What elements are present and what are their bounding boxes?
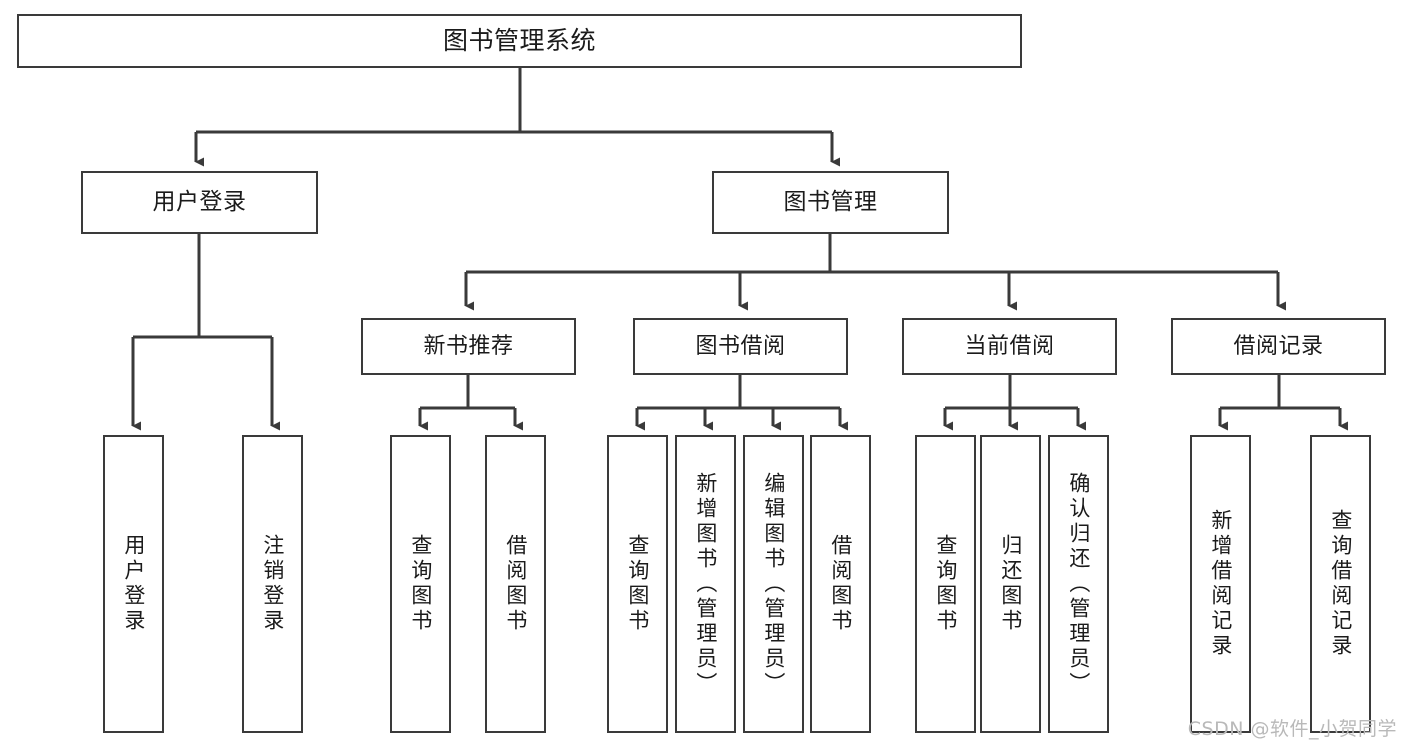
node-book-borrow[interactable]: 图书借阅 [633, 318, 848, 375]
node-book-management-label: 图书管理 [783, 188, 878, 215]
node-root[interactable]: 图书管理系统 [17, 14, 1022, 68]
node-user-login[interactable]: 用户登录 [81, 171, 318, 234]
node-leaf-query-book-newbook-label: 查询图书 [408, 534, 433, 634]
node-leaf-logout[interactable]: 注销登录 [242, 435, 303, 733]
node-leaf-edit-book[interactable]: 编辑图书（管理员） [743, 435, 804, 733]
node-leaf-logout-label: 注销登录 [260, 534, 285, 634]
node-leaf-query-record-label: 查询借阅记录 [1328, 509, 1353, 659]
node-leaf-user-login-label: 用户登录 [121, 534, 146, 634]
node-leaf-query-record[interactable]: 查询借阅记录 [1310, 435, 1371, 733]
node-borrow-records-label: 借阅记录 [1233, 333, 1324, 359]
node-new-book-recommend-label: 新书推荐 [423, 333, 514, 359]
node-leaf-borrow-book-label: 借阅图书 [828, 534, 853, 634]
node-new-book-recommend[interactable]: 新书推荐 [361, 318, 576, 375]
node-leaf-query-book-borrow-label: 查询图书 [625, 534, 650, 634]
node-leaf-borrow-book-newbook-label: 借阅图书 [503, 534, 528, 634]
node-borrow-records[interactable]: 借阅记录 [1171, 318, 1386, 375]
node-leaf-query-book-newbook[interactable]: 查询图书 [390, 435, 451, 733]
node-leaf-add-record[interactable]: 新增借阅记录 [1190, 435, 1251, 733]
node-leaf-borrow-book[interactable]: 借阅图书 [810, 435, 871, 733]
node-leaf-return-book-label: 归还图书 [998, 534, 1023, 634]
node-user-login-label: 用户登录 [152, 188, 247, 215]
node-leaf-add-book-label: 新增图书（管理员） [693, 471, 718, 697]
node-leaf-confirm-return-label: 确认归还（管理员） [1066, 471, 1091, 697]
node-current-borrow-label: 当前借阅 [964, 333, 1055, 359]
node-current-borrow[interactable]: 当前借阅 [902, 318, 1117, 375]
watermark-text: CSDN @软件_小贺同学 [1187, 718, 1397, 740]
node-leaf-add-record-label: 新增借阅记录 [1208, 509, 1233, 659]
node-leaf-confirm-return[interactable]: 确认归还（管理员） [1048, 435, 1109, 733]
node-leaf-user-login[interactable]: 用户登录 [103, 435, 164, 733]
node-leaf-return-book[interactable]: 归还图书 [980, 435, 1041, 733]
node-root-label: 图书管理系统 [442, 26, 596, 56]
node-leaf-query-book-current-label: 查询图书 [933, 534, 958, 634]
node-leaf-add-book[interactable]: 新增图书（管理员） [675, 435, 736, 733]
node-book-management[interactable]: 图书管理 [712, 171, 949, 234]
node-book-borrow-label: 图书借阅 [695, 333, 786, 359]
node-leaf-borrow-book-newbook[interactable]: 借阅图书 [485, 435, 546, 733]
node-leaf-edit-book-label: 编辑图书（管理员） [761, 471, 786, 697]
node-leaf-query-book-borrow[interactable]: 查询图书 [607, 435, 668, 733]
node-leaf-query-book-current[interactable]: 查询图书 [915, 435, 976, 733]
